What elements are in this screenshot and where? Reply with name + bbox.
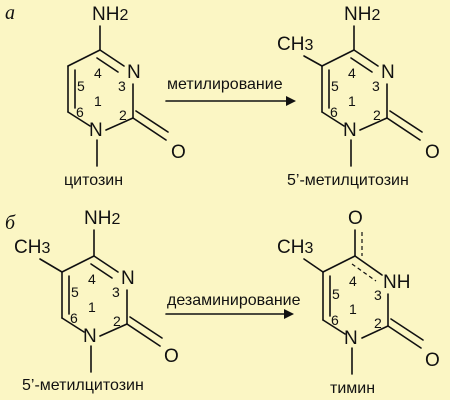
carbonyl-bond [132,117,167,141]
n1-atom: N [343,120,357,141]
ring-number-6: 6 [76,104,84,120]
ring-number-3: 3 [112,284,120,300]
ring-bond-c4-n3 [353,49,379,67]
thymine-label: тимин [330,380,375,397]
methylcytosine-bottom-structure: NH2 CH3 N N O 1 2 3 4 5 6 [14,208,179,373]
ring-bond-c5-c4 [61,255,95,273]
thymine-structure: O CH3 NH N O 1 2 3 4 5 6 [277,208,440,375]
ring-number-3: 3 [374,287,382,303]
panel-label-b: б [5,212,16,234]
ring-bond-c4-n3 [93,255,119,273]
ring-bond-c5-c4 [67,49,101,67]
n1-atom: N [344,328,358,349]
carbonyl-double-bond [389,110,423,133]
ring-number-5: 5 [71,284,79,300]
ring-number-1: 1 [349,301,357,317]
methyl-group-label: CH3 [277,34,313,55]
n3-atom: N [381,62,395,83]
ring-number-2: 2 [373,107,381,123]
amino-group-label: NH2 [344,4,380,25]
ring-number-2: 2 [113,313,121,329]
ring-number-4: 4 [94,65,102,81]
n3-nh-atom: NH [383,272,410,293]
ring-number-6: 6 [331,312,339,328]
ring-double-bond-c4-n3 [350,57,373,73]
ring-bond-c2-n1 [105,117,134,131]
ring-number-6: 6 [70,310,78,326]
n3-atom: N [127,62,141,83]
ring-number-1: 1 [88,299,96,315]
panel-label-a: а [5,2,15,24]
ring-bond-n1-c6 [321,111,345,127]
ring-bond-n1-c6 [61,317,85,333]
ring-number-3: 3 [372,78,380,94]
ring-number-5: 5 [332,286,340,302]
deamination-label: дезаминирование [167,292,301,309]
n1-atom: N [89,120,103,141]
carbonyl-double-bond [390,318,424,341]
cytosine-structure: NH2 N N O 1 2 3 4 5 6 [67,4,186,167]
ring-dashed-bond-c4-n3 [351,263,377,282]
ring-bond-n1-c6 [67,111,91,127]
methyl-group-label: CH3 [277,237,313,258]
methyl-group-label: CH3 [14,237,50,258]
ring-number-5: 5 [77,78,85,94]
ring-bond-c5-c4 [322,255,356,273]
ring-number-4: 4 [348,65,356,81]
carbonyl-oxygen: O [425,350,440,371]
carbonyl-double-bond [135,110,169,133]
ring-number-3: 3 [118,78,126,94]
ring-bond-c2-n1 [361,325,389,339]
carbonyl-oxygen: O [171,142,186,163]
ring-number-1: 1 [94,93,102,109]
ring-double-bond-c4-n3 [90,263,113,279]
ring-double-bond-c4-n3 [96,57,119,73]
methylcytosine-bottom-label: 5’-метилцитозин [22,377,144,394]
ring-bond-c4-n3 [99,49,125,67]
ring-bond-c2-n1 [99,323,128,337]
methyl-bond [39,258,63,273]
ring-number-2: 2 [374,315,382,331]
ring-bond-c4-n3 [354,255,383,276]
ring-number-6: 6 [330,104,338,120]
methylation-arrow-head [286,96,296,106]
carbonyl-oxygen: O [425,142,440,163]
n1-atom: N [83,326,97,347]
methylcytosine-top-structure: NH2 CH3 N N O 1 2 3 4 5 6 [277,4,440,167]
methylcytosine-top-label: 5’-метилцитозин [287,172,409,189]
ring-number-4: 4 [349,273,357,289]
methyl-bond [303,258,324,273]
carbonyl-oxygen: O [164,346,179,367]
ring-bond-n1-c6 [322,319,346,335]
carbonyl-bond [126,323,161,347]
ring-bond-c2-n1 [359,117,388,131]
methylation-label: метилирование [167,76,283,93]
ring-bond-c5-c4 [321,49,355,67]
ring-number-1: 1 [348,93,356,109]
n3-atom: N [121,268,135,289]
c4-oxygen: O [348,208,363,229]
ring-number-5: 5 [331,78,339,94]
ring-number-2: 2 [119,107,127,123]
methyl-bond [303,55,323,67]
cytosine-label: цитозин [64,172,123,189]
carbonyl-double-bond [129,316,163,339]
deamination-arrow-head [284,309,294,319]
ring-number-4: 4 [88,271,96,287]
carbonyl-bond [386,117,421,141]
amino-group-label: NH2 [84,208,120,229]
carbonyl-bond [387,325,422,349]
amino-group-label: NH2 [92,4,128,25]
